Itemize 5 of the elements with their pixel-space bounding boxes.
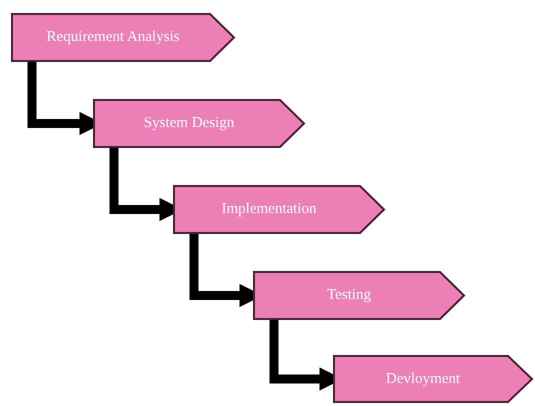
step-label: System Design bbox=[144, 115, 234, 132]
step-label: Devloyment bbox=[386, 370, 460, 388]
step-label: Requirement Analysis bbox=[46, 29, 180, 46]
step-label: Implementation bbox=[222, 201, 316, 218]
step-label: Testing bbox=[327, 287, 371, 304]
